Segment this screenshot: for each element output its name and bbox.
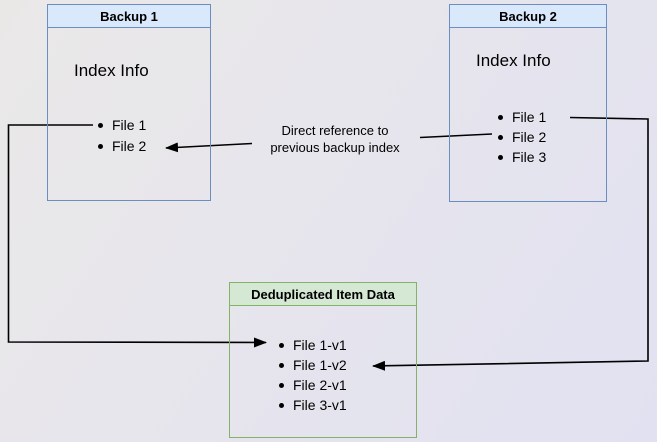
- backup2-box: Backup 2 Index Info File 1 File 2 File 3: [449, 4, 607, 202]
- backup1-sublabel: Index Info: [74, 61, 149, 80]
- backup1-file-list: File 1 File 2: [98, 115, 146, 157]
- file-label: File 3: [512, 149, 547, 165]
- list-item: File 1-v2: [279, 355, 347, 375]
- bullet-icon: [498, 134, 503, 140]
- dedup-header: Deduplicated Item Data: [230, 283, 416, 306]
- annotation-line1: Direct reference to: [281, 123, 389, 138]
- bullet-icon: [279, 382, 284, 388]
- backup1-title: Backup 1: [100, 8, 158, 24]
- list-item: File 3: [498, 147, 546, 167]
- list-item: File 1: [498, 107, 546, 127]
- bullet-icon: [98, 123, 103, 128]
- file-label: File 1: [512, 109, 547, 125]
- bullet-icon: [498, 114, 503, 120]
- file-label: File 2-v1: [293, 377, 347, 393]
- list-item: File 3-v1: [279, 395, 347, 415]
- list-item: File 2: [498, 127, 546, 147]
- bullet-icon: [279, 362, 284, 368]
- file-label: File 2: [512, 129, 547, 145]
- list-item: File 2: [98, 136, 146, 157]
- file-label: File 3-v1: [293, 397, 347, 413]
- bullet-icon: [279, 342, 284, 348]
- file-label: File 2: [112, 138, 147, 154]
- file-label: File 1: [112, 117, 147, 133]
- bullet-icon: [98, 144, 103, 149]
- backup1-header: Backup 1: [48, 5, 210, 28]
- file-label: File 1-v1: [293, 337, 347, 353]
- list-item: File 1: [98, 115, 146, 136]
- backup2-file-list: File 1 File 2 File 3: [498, 107, 546, 167]
- annotation-line2: previous backup index: [270, 140, 400, 155]
- backup2-header: Backup 2: [450, 5, 606, 28]
- edge-annotation: Direct reference to previous backup inde…: [240, 122, 430, 156]
- backup2-title: Backup 2: [499, 8, 557, 24]
- list-item: File 2-v1: [279, 375, 347, 395]
- bullet-icon: [498, 154, 503, 160]
- dedup-title: Deduplicated Item Data: [251, 286, 395, 302]
- backup2-sublabel: Index Info: [476, 51, 551, 70]
- backup1-box: Backup 1 Index Info File 1 File 2: [47, 4, 211, 201]
- file-label: File 1-v2: [293, 357, 347, 373]
- dedup-item-list: File 1-v1 File 1-v2 File 2-v1 File 3-v1: [279, 335, 347, 415]
- list-item: File 1-v1: [279, 335, 347, 355]
- dedup-box: Deduplicated Item Data File 1-v1 File 1-…: [229, 282, 417, 438]
- bullet-icon: [279, 402, 284, 408]
